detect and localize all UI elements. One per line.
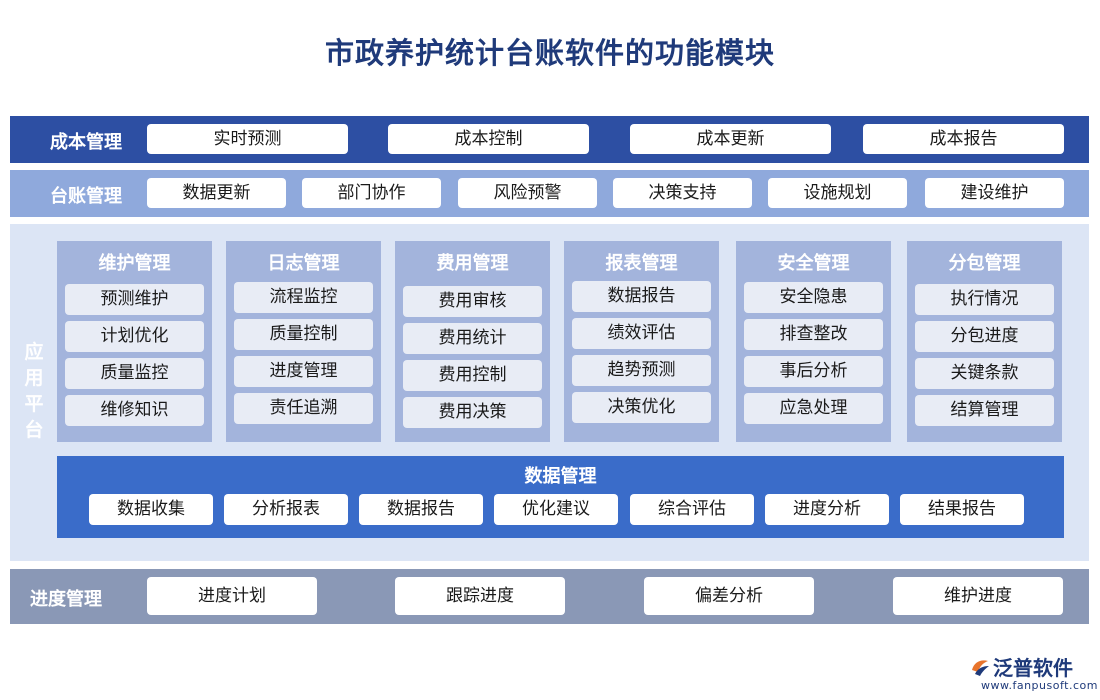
ledger-item: 部门协作 xyxy=(302,178,441,208)
module-item: 关键条款 xyxy=(915,358,1054,389)
data-management-item: 数据收集 xyxy=(89,494,213,525)
module-item: 数据报告 xyxy=(572,281,711,312)
application-platform-band: 应用平台 维护管理 预测维护 计划优化 质量监控 维修知识 日志管理 流程监控 … xyxy=(10,224,1089,561)
data-management-item: 进度分析 xyxy=(765,494,889,525)
ledger-item: 决策支持 xyxy=(613,178,752,208)
module-expense: 费用管理 费用审核 费用统计 费用控制 费用决策 xyxy=(395,241,550,442)
module-item: 分包进度 xyxy=(915,321,1054,352)
module-item: 费用统计 xyxy=(403,323,542,354)
module-item: 维修知识 xyxy=(65,395,204,426)
cost-management-band: 成本管理 实时预测 成本控制 成本更新 成本报告 xyxy=(10,116,1089,163)
page-title: 市政养护统计台账软件的功能模块 xyxy=(324,36,775,70)
module-item: 决策优化 xyxy=(572,392,711,423)
data-management-item: 数据报告 xyxy=(359,494,483,525)
data-management-item: 结果报告 xyxy=(900,494,1024,525)
module-item: 质量监控 xyxy=(65,358,204,389)
ledger-item: 设施规划 xyxy=(768,178,907,208)
data-management-item: 综合评估 xyxy=(630,494,754,525)
module-item: 进度管理 xyxy=(234,356,373,387)
module-item: 预测维护 xyxy=(65,284,204,315)
module-item: 计划优化 xyxy=(65,321,204,352)
module-title: 安全管理 xyxy=(777,253,850,274)
progress-management-label: 进度管理 xyxy=(30,589,102,610)
progress-item: 维护进度 xyxy=(893,577,1063,615)
cost-item: 成本控制 xyxy=(388,124,589,154)
module-item: 排查整改 xyxy=(744,319,883,350)
module-title: 分包管理 xyxy=(948,253,1021,274)
module-safety: 安全管理 安全隐患 排查整改 事后分析 应急处理 xyxy=(736,241,891,442)
progress-item: 跟踪进度 xyxy=(395,577,565,615)
module-subcontract: 分包管理 执行情况 分包进度 关键条款 结算管理 xyxy=(907,241,1062,442)
module-item: 质量控制 xyxy=(234,319,373,350)
cost-item: 成本更新 xyxy=(630,124,831,154)
brand-logo: 泛普软件 www.fanpusoft.com xyxy=(965,652,1098,696)
progress-item: 进度计划 xyxy=(147,577,317,615)
ledger-management-label: 台账管理 xyxy=(50,186,122,207)
brand-logo-url: www.fanpusoft.com xyxy=(981,679,1098,692)
module-item: 应急处理 xyxy=(744,393,883,424)
data-management-item: 优化建议 xyxy=(494,494,618,525)
module-item: 费用审核 xyxy=(403,286,542,317)
module-title: 报表管理 xyxy=(605,253,678,274)
data-management-item: 分析报表 xyxy=(224,494,348,525)
ledger-item: 建设维护 xyxy=(925,178,1064,208)
data-management-title: 数据管理 xyxy=(524,466,597,487)
module-item: 责任追溯 xyxy=(234,393,373,424)
module-item: 费用控制 xyxy=(403,360,542,391)
module-maintenance: 维护管理 预测维护 计划优化 质量监控 维修知识 xyxy=(57,241,212,442)
cost-item: 实时预测 xyxy=(147,124,348,154)
brand-logo-name: 泛普软件 xyxy=(993,656,1073,680)
cost-item: 成本报告 xyxy=(863,124,1064,154)
data-management-band: 数据管理 数据收集 分析报表 数据报告 优化建议 综合评估 进度分析 结果报告 xyxy=(57,456,1064,538)
application-platform-label: 应用平台 xyxy=(24,341,44,441)
module-item: 流程监控 xyxy=(234,282,373,313)
module-item: 绩效评估 xyxy=(572,318,711,349)
ledger-management-band: 台账管理 数据更新 部门协作 风险预警 决策支持 设施规划 建设维护 xyxy=(10,170,1089,217)
module-item: 安全隐患 xyxy=(744,282,883,313)
progress-management-band: 进度管理 进度计划 跟踪进度 偏差分析 维护进度 xyxy=(10,569,1089,624)
ledger-item: 数据更新 xyxy=(147,178,286,208)
module-title: 维护管理 xyxy=(98,253,171,274)
module-title: 日志管理 xyxy=(267,253,340,274)
module-item: 趋势预测 xyxy=(572,355,711,386)
module-item: 费用决策 xyxy=(403,397,542,428)
module-item: 执行情况 xyxy=(915,284,1054,315)
module-log: 日志管理 流程监控 质量控制 进度管理 责任追溯 xyxy=(226,241,381,442)
brand-logo-icon xyxy=(972,660,989,676)
module-title: 费用管理 xyxy=(436,253,509,274)
module-item: 事后分析 xyxy=(744,356,883,387)
cost-management-label: 成本管理 xyxy=(50,132,122,153)
module-item: 结算管理 xyxy=(915,395,1054,426)
module-report: 报表管理 数据报告 绩效评估 趋势预测 决策优化 xyxy=(564,241,719,442)
ledger-item: 风险预警 xyxy=(458,178,597,208)
progress-item: 偏差分析 xyxy=(644,577,814,615)
